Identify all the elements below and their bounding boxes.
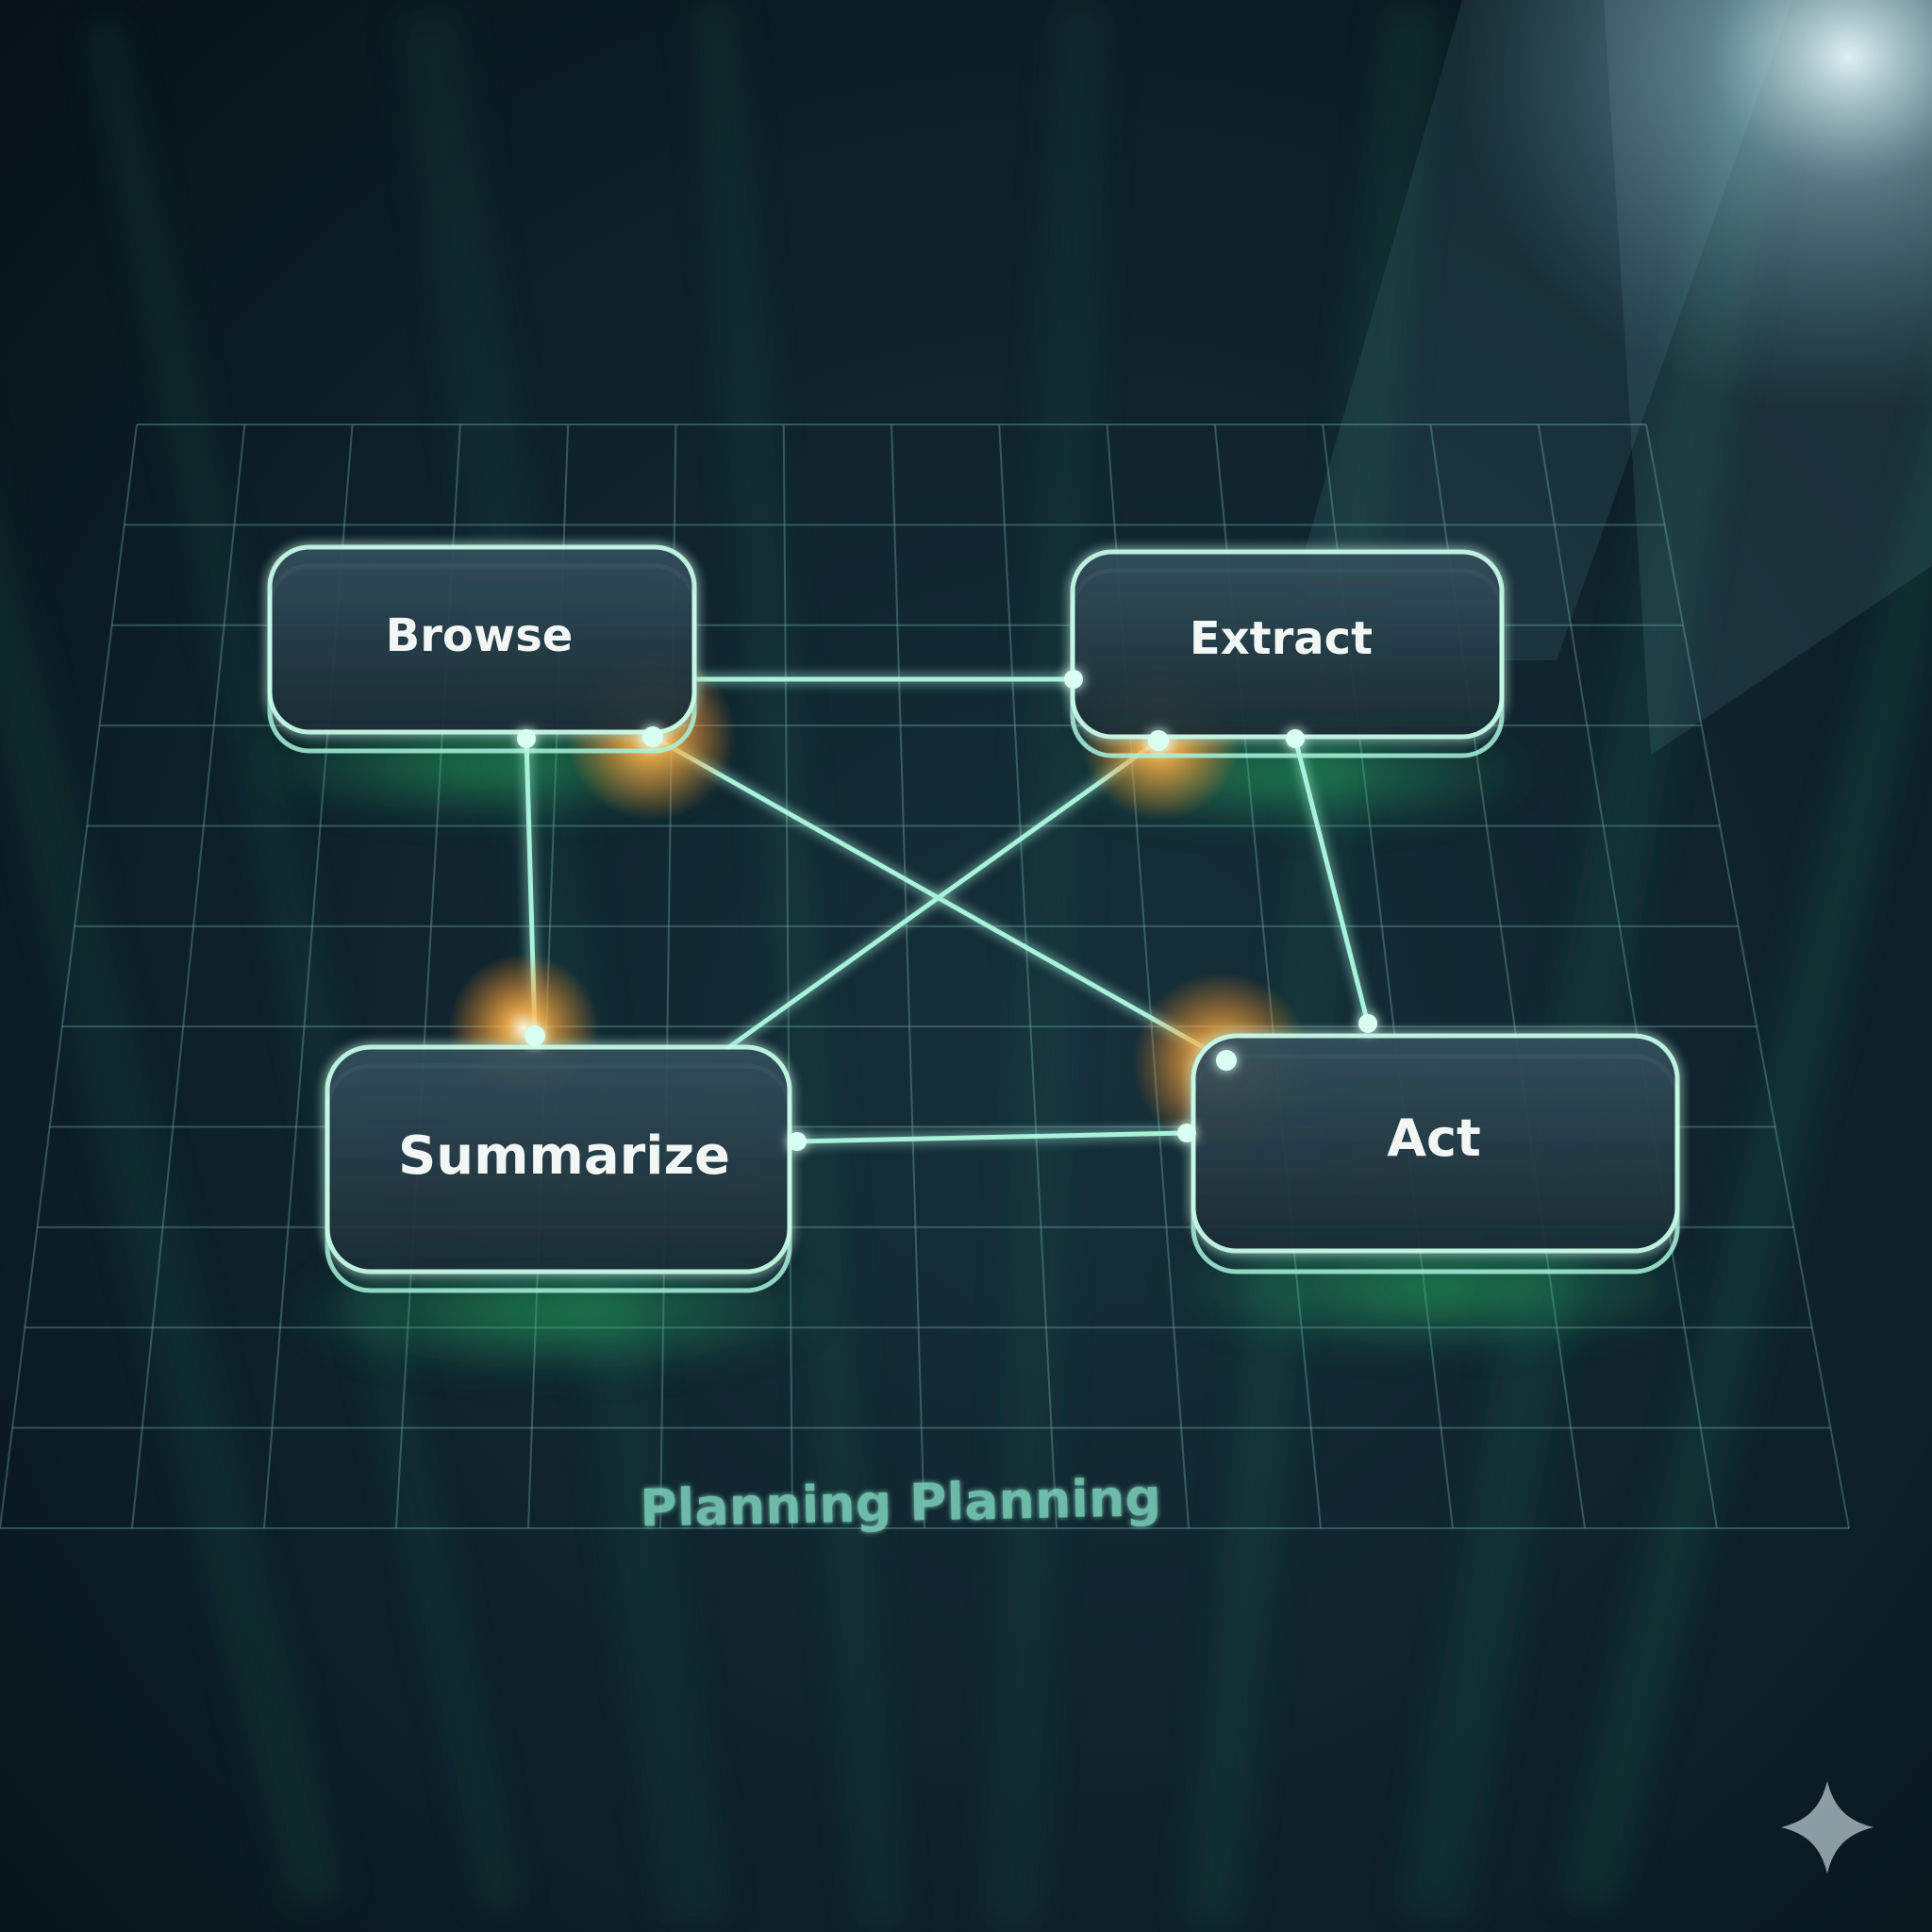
sparkle-icon (1781, 1781, 1874, 1874)
edge-summarize-act (796, 1130, 1188, 1144)
node-summarize-label: Summarize (398, 1125, 730, 1187)
light-rays (1274, 0, 1932, 755)
node-browse[interactable]: Browse (267, 544, 697, 754)
grid-line (998, 424, 1058, 1529)
grid-line (131, 424, 246, 1529)
node-summarize[interactable]: Summarize (325, 1044, 792, 1293)
node-extract[interactable]: Extract (1070, 549, 1505, 758)
node-act-label: Act (1387, 1108, 1481, 1168)
node-extract-label: Extract (1190, 612, 1373, 665)
connector-dots (517, 670, 1377, 1151)
grid-line (1645, 424, 1850, 1529)
node-browse-label: Browse (386, 609, 574, 662)
node-act[interactable]: Act (1191, 1033, 1680, 1274)
diagram-caption: Planning Planning (640, 1468, 1162, 1539)
grid-line (1537, 424, 1718, 1529)
edge-extract-summarize (724, 738, 1160, 1052)
grid-line (0, 424, 138, 1529)
grid-line (891, 424, 925, 1529)
edge-extract-act (1292, 738, 1371, 1024)
edges (524, 676, 1371, 1144)
